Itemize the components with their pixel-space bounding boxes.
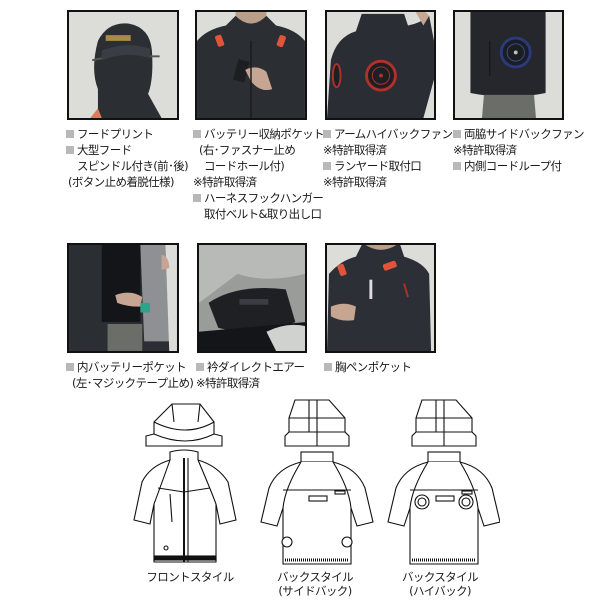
- patent-note: ※特許取得済: [323, 143, 387, 157]
- drawing-back-style-side-back: [255, 392, 375, 567]
- patent-note: ※特許取得済: [196, 376, 260, 390]
- hood-photo-image: [69, 12, 177, 118]
- label-line: (ハイバック): [409, 584, 471, 598]
- caption-line: ランヤード取付口: [323, 158, 452, 174]
- label-back-style-high-back: バックスタイル (ハイバック): [380, 570, 500, 598]
- caption-inner-battery-pocket: 内バッテリーポケット (左･マジックテープ止め): [66, 359, 194, 391]
- caption-line: コードホール付): [204, 159, 285, 173]
- photo-inner-battery-pocket: [67, 243, 179, 353]
- caption-line: (右･ファスナー止め: [199, 143, 296, 157]
- caption-line: (ボタン止め着脱仕様): [68, 175, 174, 189]
- photo-arm-high-back-fan: [325, 10, 436, 120]
- caption-line: 内側コードループ付: [453, 158, 584, 174]
- label-back-style-side-back: バックスタイル (サイドバック): [255, 570, 375, 598]
- photo-hood-print: [67, 10, 179, 120]
- photo-side-back-fan: [453, 10, 564, 120]
- patent-note: ※特許取得済: [193, 175, 257, 189]
- drawing-back-style-high-back: [378, 392, 500, 567]
- label-line: バックスタイル: [402, 570, 479, 584]
- caption-line: 取付ベルト&取り出し口: [204, 207, 322, 221]
- battery-pocket-photo-image: [197, 12, 305, 118]
- caption-line: フードプリント: [66, 126, 188, 142]
- caption-line: 大型フード: [66, 142, 188, 158]
- collar-direct-air-photo-image: [199, 245, 305, 351]
- caption-battery-pocket: バッテリー収納ポケット (右･ファスナー止め コードホール付) ※特許取得済 ハ…: [193, 126, 325, 222]
- arm-high-back-fan-photo-image: [327, 12, 434, 118]
- caption-line: 胸ペンポケット: [324, 359, 412, 375]
- photo-collar-direct-air: [197, 243, 307, 353]
- inner-battery-pocket-photo-image: [69, 245, 177, 351]
- chest-pen-pocket-photo-image: [327, 245, 434, 351]
- caption-side-back-fan: 両脇サイドバックファン ※特許取得済 内側コードループ付: [453, 126, 585, 174]
- caption-line: バッテリー収納ポケット: [193, 126, 325, 142]
- side-back-fan-photo-image: [455, 12, 562, 118]
- caption-hood-print: フードプリント 大型フード スピンドル付き(前･後) (ボタン止め着脱仕様): [66, 126, 189, 190]
- caption-chest-pen-pocket: 胸ペンポケット: [324, 359, 412, 375]
- front-jacket-drawing: [133, 403, 237, 563]
- patent-note: ※特許取得済: [323, 175, 387, 189]
- caption-line: ハーネスフックハンガー: [193, 190, 324, 206]
- photo-battery-pocket: [195, 10, 307, 120]
- drawing-front-style: [130, 392, 250, 567]
- caption-line: 衿ダイレクトエアー: [196, 359, 305, 375]
- photo-chest-pen-pocket: [325, 243, 436, 353]
- label-line: フロントスタイル: [146, 570, 234, 584]
- caption-line: スピンドル付き(前･後): [77, 159, 189, 173]
- label-line: バックスタイル: [277, 570, 354, 584]
- caption-line: (左･マジックテープ止め): [72, 376, 194, 390]
- label-line: (サイドバック): [278, 584, 352, 598]
- caption-line: 両脇サイドバックファン: [453, 126, 585, 142]
- back-side-fan-jacket-drawing: [260, 399, 374, 565]
- back-high-fan-jacket-drawing: [387, 399, 500, 565]
- caption-collar-direct-air: 衿ダイレクトエアー ※特許取得済: [196, 359, 305, 391]
- patent-note: ※特許取得済: [453, 143, 517, 157]
- caption-arm-high-back-fan: アームハイバックファン ※特許取得済 ランヤード取付口 ※特許取得済: [323, 126, 453, 190]
- caption-line: アームハイバックファン: [323, 126, 453, 142]
- label-front-style: フロントスタイル: [130, 570, 250, 584]
- caption-line: 内バッテリーポケット: [66, 359, 193, 375]
